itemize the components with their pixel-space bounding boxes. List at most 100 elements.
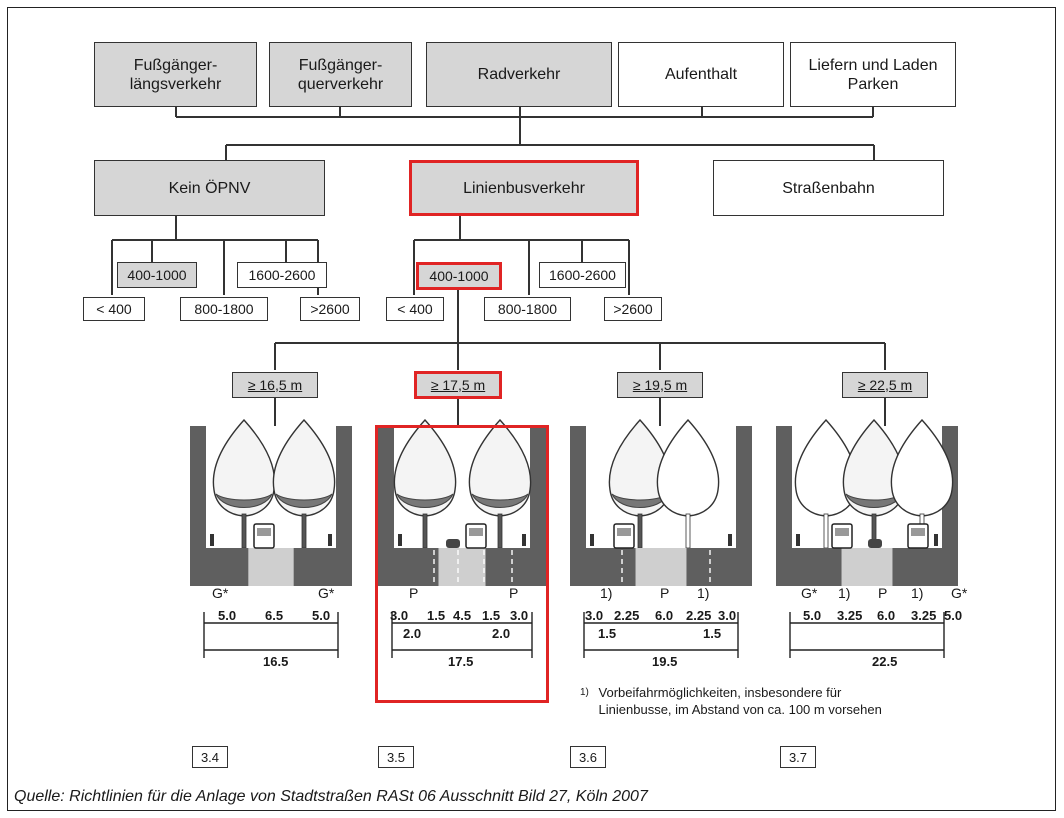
building-wall <box>378 426 394 586</box>
box-kein-oepnv: Kein ÖPNV <box>94 160 325 216</box>
dim-value: 2.25 <box>686 608 712 623</box>
section-4-label-4: 1) <box>911 585 924 601</box>
volume-mid-1600-2600: 1600-2600 <box>539 262 626 288</box>
volume-mid-over-2600: >2600 <box>604 297 662 321</box>
car <box>868 539 882 548</box>
box-line-2: querverkehr <box>297 75 384 93</box>
building-wall <box>736 426 752 586</box>
dim-value: 3.25 <box>911 608 937 623</box>
section-4-label-1: G* <box>801 585 818 601</box>
box-aufenthalt: Aufenthalt <box>618 42 784 107</box>
dim-value: 3.0 <box>585 608 604 623</box>
tree-trunk <box>241 513 247 549</box>
dim-sub: 1.5 <box>598 626 617 641</box>
footnote: 1) Vorbeifahrmöglichkeiten, insbesondere… <box>580 684 882 718</box>
footnote-line-1: Vorbeifahrmöglichkeiten, insbesondere fü… <box>598 685 842 700</box>
dim-value: 3.0 <box>718 608 737 623</box>
building-wall <box>530 426 546 586</box>
dim-value: 5.0 <box>218 608 237 623</box>
dim-value: 6.0 <box>655 608 674 623</box>
figure-number-3-7: 3.7 <box>780 746 816 768</box>
dim-value: 6.0 <box>877 608 896 623</box>
dim-value: 6.5 <box>265 608 284 623</box>
volume-left-over-2600: >2600 <box>300 297 360 321</box>
pedestrian <box>398 534 402 546</box>
bus-window <box>617 528 631 536</box>
building-wall <box>570 426 586 586</box>
pedestrian <box>210 534 214 546</box>
pedestrian <box>328 534 332 546</box>
section-3-label-2: P <box>660 585 670 601</box>
volume-mid-under-400: < 400 <box>386 297 444 321</box>
volume-mid-400-1000: 400-1000 <box>416 262 502 290</box>
figure-number-3-5: 3.5 <box>378 746 414 768</box>
building-wall <box>776 426 792 586</box>
carriageway <box>841 548 893 586</box>
selected-section-frame <box>375 425 549 703</box>
volume-left-800-1800: 800-1800 <box>180 297 268 321</box>
section-4-label-3: P <box>878 585 888 601</box>
dim-value: 2.25 <box>614 608 640 623</box>
bus-window <box>257 528 271 536</box>
dim-value: 3.0 <box>510 608 529 623</box>
box-liefern-und-laden: Liefern und Laden Parken <box>790 42 956 107</box>
figure-frame <box>7 7 1056 811</box>
box-line-1: Fußgänger- <box>133 56 218 74</box>
pedestrian <box>934 534 938 546</box>
pedestrian <box>590 534 594 546</box>
figure-number-3-6: 3.6 <box>570 746 606 768</box>
dim-value: 5.0 <box>803 608 822 623</box>
width-17-5: ≥ 17,5 m <box>414 371 502 399</box>
car <box>446 539 460 548</box>
tree-shadow <box>396 493 454 508</box>
section-4-label-2: 1) <box>838 585 851 601</box>
tree-trunk <box>301 513 307 549</box>
dim-total: 19.5 <box>652 654 678 669</box>
volume-left-400-1000: 400-1000 <box>117 262 197 288</box>
box-linienbusverkehr: Linienbusverkehr <box>409 160 639 216</box>
box-line-2: Parken <box>847 75 899 93</box>
figure-number-3-4: 3.4 <box>192 746 228 768</box>
box-line-1: Radverkehr <box>477 66 561 83</box>
tree-trunk <box>637 513 643 549</box>
building-wall <box>336 426 352 586</box>
box-line-1: Liefern und Laden <box>808 56 938 74</box>
pedestrian <box>728 534 732 546</box>
tree-trunk <box>823 513 829 549</box>
width-19-5: ≥ 19,5 m <box>617 372 703 398</box>
dim-sub: 1.5 <box>703 626 722 641</box>
dim-total: 16.5 <box>263 654 289 669</box>
box-line-2: längsverkehr <box>129 75 222 93</box>
volume-left-under-400: < 400 <box>83 297 145 321</box>
box-radverkehr: Radverkehr <box>426 42 612 107</box>
dim-total: 17.5 <box>448 654 474 669</box>
dim-value: 5.0 <box>312 608 331 623</box>
volume-left-1600-2600: 1600-2600 <box>237 262 327 288</box>
dim-value: 4.5 <box>453 608 472 623</box>
tree-shadow <box>471 493 529 508</box>
section-2-label-left: P <box>409 585 419 601</box>
carriageway <box>248 548 294 586</box>
section-1-label-left: G* <box>212 585 229 601</box>
building-wall <box>190 426 206 586</box>
tree-trunk <box>685 513 691 549</box>
bus-window <box>835 528 849 536</box>
section-4-label-5: G* <box>951 585 968 601</box>
box-line-1: Aufenthalt <box>664 66 738 83</box>
volume-mid-800-1800: 800-1800 <box>484 297 571 321</box>
dim-value: 3.0 <box>390 608 409 623</box>
box-fussgaenger-laengsverkehr: Fußgänger- längsverkehr <box>94 42 257 107</box>
footnote-line-2: Linienbusse, im Abstand von ca. 100 m vo… <box>598 702 882 717</box>
dim-value: 3.25 <box>837 608 863 623</box>
dim-value: 5.0 <box>944 608 963 623</box>
pedestrian <box>796 534 800 546</box>
dim-value: 1.5 <box>427 608 446 623</box>
bus-window <box>911 528 925 536</box>
dim-total: 22.5 <box>872 654 898 669</box>
tree-shadow <box>275 493 333 508</box>
tree-shadow <box>215 493 273 508</box>
section-1-label-right: G* <box>318 585 335 601</box>
dim-sub: 2.0 <box>403 626 422 641</box>
box-strassenbahn: Straßenbahn <box>713 160 944 216</box>
